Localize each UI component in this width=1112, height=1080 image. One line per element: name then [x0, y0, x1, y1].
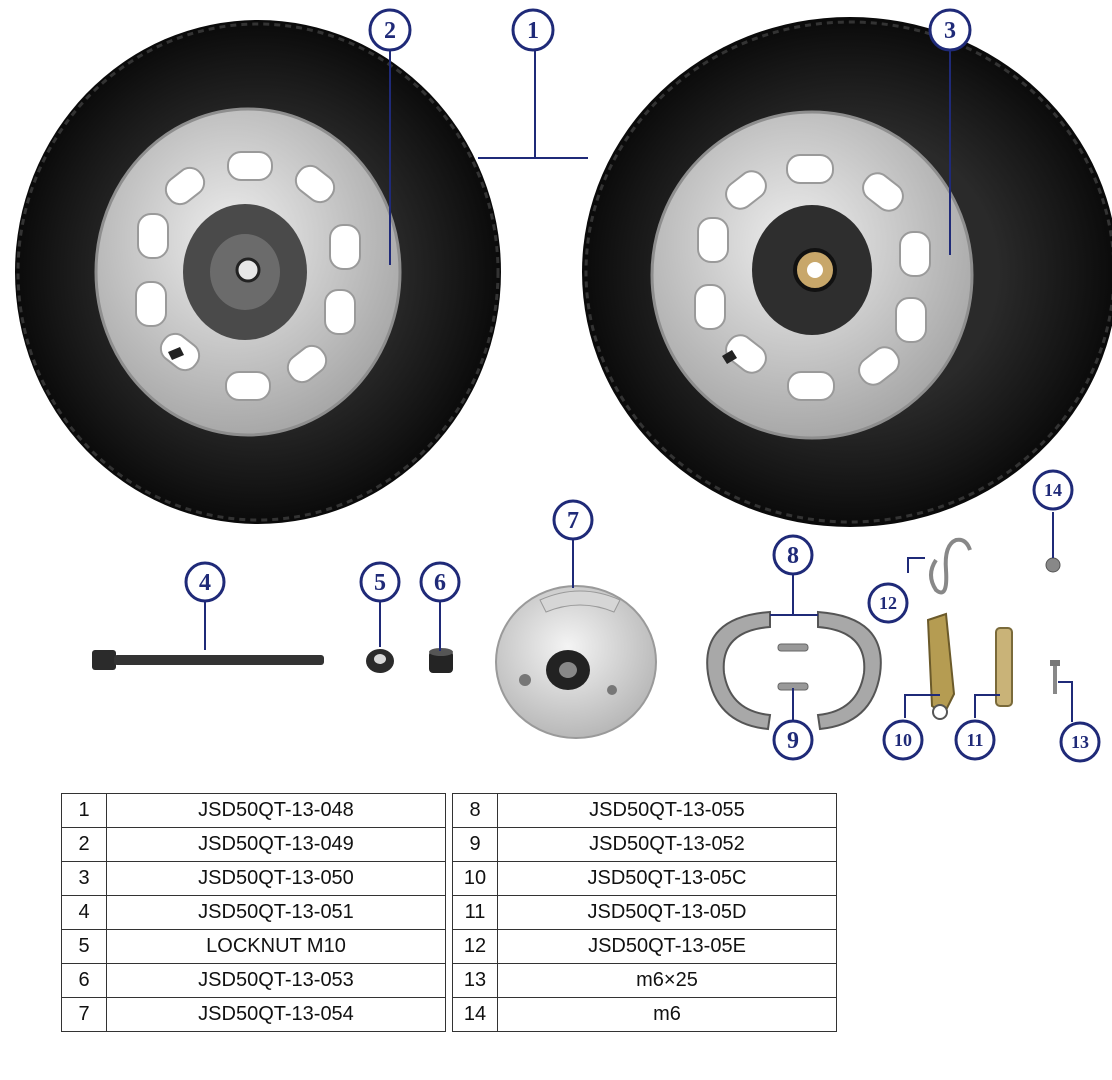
- callout-9: 9: [772, 719, 814, 761]
- item-number: 12: [452, 929, 498, 964]
- item-number: 6: [61, 963, 107, 998]
- column-gap: [445, 793, 453, 828]
- brake-springs: [777, 643, 809, 691]
- svg-text:5: 5: [374, 570, 386, 596]
- svg-text:3: 3: [944, 18, 956, 44]
- svg-text:6: 6: [434, 570, 446, 596]
- part-code: JSD50QT-13-054: [106, 997, 446, 1032]
- part-code: JSD50QT-13-049: [106, 827, 446, 862]
- part-code: JSD50QT-13-055: [497, 793, 837, 828]
- item-number: 14: [452, 997, 498, 1032]
- item-number: 4: [61, 895, 107, 930]
- brake-plate: [495, 585, 657, 739]
- right-rim-slots: [694, 154, 931, 401]
- callout-10: 10: [882, 719, 924, 761]
- return-spring: [929, 537, 972, 595]
- table-row: 4 JSD50QT-13-051 11 JSD50QT-13-05D: [61, 895, 837, 930]
- callout-14: 14: [1032, 469, 1074, 511]
- callout-6: 6: [419, 561, 461, 603]
- part-code: m6: [497, 997, 837, 1032]
- callouts: 1 2 3 4 5 6 7 8: [184, 8, 1101, 763]
- brake-cam: [995, 627, 1013, 707]
- part-code: JSD50QT-13-053: [106, 963, 446, 998]
- callout-5: 5: [359, 561, 401, 603]
- left-rim-slots: [135, 151, 361, 401]
- item-number: 7: [61, 997, 107, 1032]
- column-gap: [445, 827, 453, 862]
- part-code: JSD50QT-13-05C: [497, 861, 837, 896]
- svg-text:13: 13: [1071, 732, 1089, 752]
- left-wheel: [15, 20, 501, 524]
- callout-7: 7: [552, 499, 594, 541]
- table-row: 2 JSD50QT-13-049 9 JSD50QT-13-052: [61, 827, 837, 862]
- right-wheel: [582, 17, 1112, 527]
- part-code: JSD50QT-13-052: [497, 827, 837, 862]
- small-nut: [1045, 557, 1061, 573]
- svg-text:8: 8: [787, 543, 799, 569]
- column-gap: [445, 997, 453, 1032]
- svg-text:10: 10: [894, 730, 912, 750]
- part-code: JSD50QT-13-050: [106, 861, 446, 896]
- item-number: 13: [452, 963, 498, 998]
- column-gap: [445, 963, 453, 998]
- column-gap: [445, 895, 453, 930]
- svg-text:9: 9: [787, 728, 799, 754]
- callout-11: 11: [954, 719, 996, 761]
- callout-4: 4: [184, 561, 226, 603]
- axle-bolt: [92, 650, 324, 670]
- brake-shoes: [706, 610, 882, 731]
- callout-2: 2: [368, 8, 412, 52]
- table-row: 7 JSD50QT-13-054 14 m6: [61, 997, 837, 1032]
- table-row: 6 JSD50QT-13-053 13 m6×25: [61, 963, 837, 998]
- table-row: 5 LOCKNUT M10 12 JSD50QT-13-05E: [61, 929, 837, 964]
- brake-arm: [926, 612, 956, 720]
- part-code: LOCKNUT M10: [106, 929, 446, 964]
- part-code: JSD50QT-13-048: [106, 793, 446, 828]
- item-number: 5: [61, 929, 107, 964]
- svg-text:12: 12: [879, 593, 897, 613]
- leader-lines: [204, 50, 1073, 722]
- svg-text:4: 4: [199, 570, 211, 596]
- callout-13: 13: [1059, 721, 1101, 763]
- item-number: 8: [452, 793, 498, 828]
- callout-12: 12: [867, 582, 909, 624]
- exploded-parts-diagram: 1 2 3 4 5 6 7 8: [15, 8, 1112, 763]
- item-number: 3: [61, 861, 107, 896]
- table-row: 3 JSD50QT-13-050 10 JSD50QT-13-05C: [61, 861, 837, 896]
- part-code: JSD50QT-13-05E: [497, 929, 837, 964]
- svg-text:7: 7: [567, 508, 579, 534]
- part-code: m6×25: [497, 963, 837, 998]
- item-number: 2: [61, 827, 107, 862]
- callout-3: 3: [928, 8, 972, 52]
- svg-text:1: 1: [527, 18, 539, 44]
- column-gap: [445, 929, 453, 964]
- callout-8: 8: [772, 534, 814, 576]
- parts-list-table: 1 JSD50QT-13-048 8 JSD50QT-13-055 2 JSD5…: [61, 793, 837, 1032]
- collar: [429, 648, 453, 673]
- item-number: 10: [452, 861, 498, 896]
- item-number: 9: [452, 827, 498, 862]
- callout-1: 1: [511, 8, 555, 52]
- item-number: 1: [61, 793, 107, 828]
- svg-text:14: 14: [1044, 480, 1062, 500]
- small-bolt: [1050, 660, 1060, 694]
- part-code: JSD50QT-13-051: [106, 895, 446, 930]
- svg-text:11: 11: [966, 730, 983, 750]
- svg-text:2: 2: [384, 18, 396, 44]
- part-code: JSD50QT-13-05D: [497, 895, 837, 930]
- locknut: [366, 649, 394, 673]
- table-row: 1 JSD50QT-13-048 8 JSD50QT-13-055: [61, 793, 837, 828]
- item-number: 11: [452, 895, 498, 930]
- column-gap: [445, 861, 453, 896]
